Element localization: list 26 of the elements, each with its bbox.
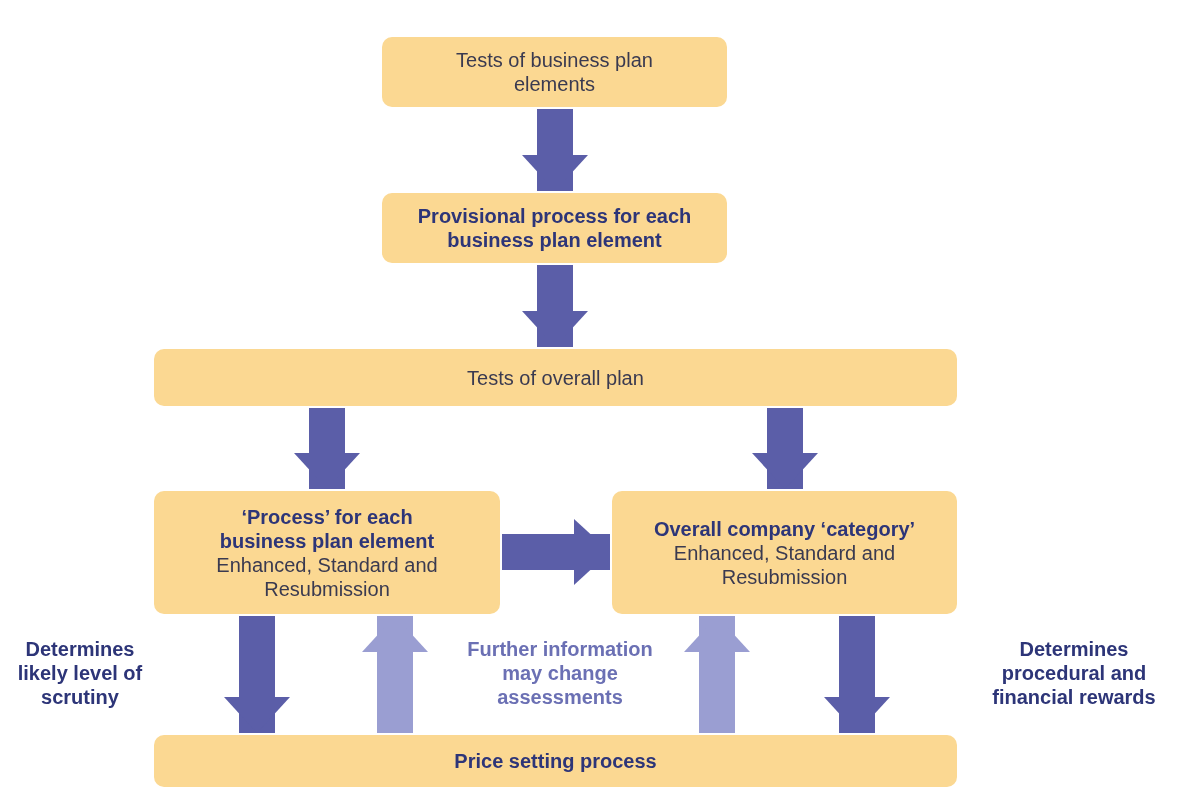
box-heading: Overall company ‘category’ <box>653 516 916 541</box>
block-arrow <box>362 616 428 733</box>
box-text: Tests of business plan elements <box>455 48 654 96</box>
process-box <box>154 349 957 406</box>
box-heading: Provisional process for each business plan element <box>416 204 693 252</box>
note-text: Determines likely level of scrutiny <box>16 637 144 709</box>
block-arrow <box>224 616 290 733</box>
process-box <box>154 491 500 614</box>
box-heading: ‘Process’ for each business plan element <box>218 504 436 553</box>
process-box <box>382 193 727 263</box>
block-arrow <box>522 265 588 347</box>
process-box <box>612 491 957 614</box>
block-arrow <box>824 616 890 733</box>
note-text: Determines procedural and financial rewards <box>991 637 1157 709</box>
box-text: Tests of overall plan <box>467 365 644 390</box>
process-box <box>382 37 727 107</box>
block-arrow <box>502 519 610 585</box>
block-arrow <box>522 109 588 191</box>
box-heading: Price setting process <box>454 749 657 773</box>
note-text: Further information may change assessments <box>466 637 654 709</box>
block-arrow <box>684 616 750 733</box>
block-arrow <box>752 408 818 489</box>
process-box <box>154 735 957 787</box>
block-arrow <box>294 408 360 489</box>
box-text: Enhanced, Standard and Resubmission <box>215 552 439 601</box>
box-text: Enhanced, Standard and Resubmission <box>672 540 897 589</box>
